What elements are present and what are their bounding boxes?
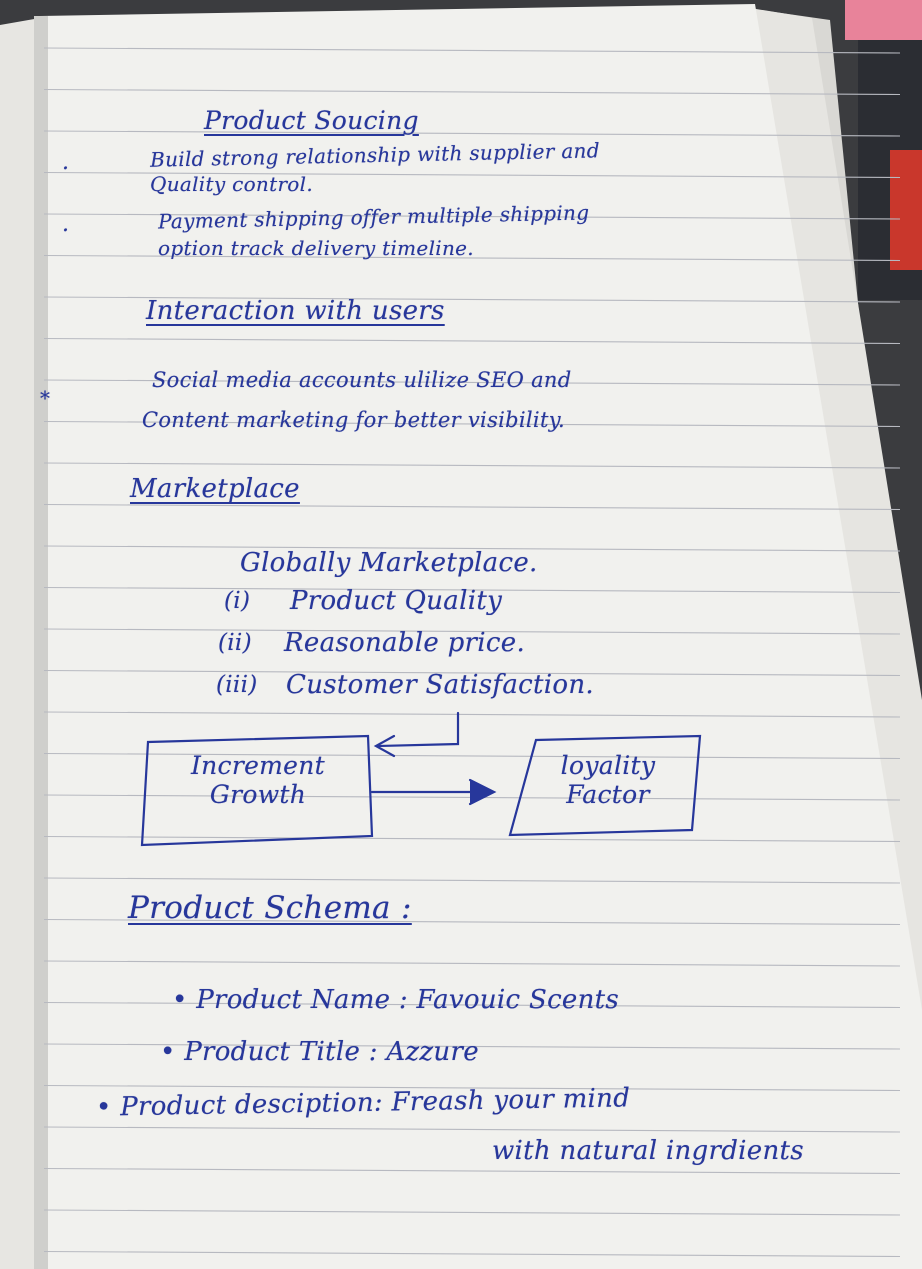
- rule-line: [43, 1043, 901, 1050]
- rule-line: [43, 1250, 901, 1258]
- flow-diagram: [140, 711, 702, 847]
- main-page: [40, 4, 922, 1269]
- rule-line: [43, 586, 901, 594]
- rule-line: [43, 752, 901, 760]
- rule-line: [43, 171, 901, 179]
- highlighter-cap: [845, 0, 922, 40]
- forward-arrowhead: [468, 778, 497, 806]
- rule-line: [43, 130, 901, 137]
- rule-line: [43, 1167, 901, 1175]
- rule-line: [43, 877, 901, 884]
- rule-line: [43, 918, 901, 926]
- rule-line: [43, 254, 901, 262]
- rule-line: [43, 545, 901, 552]
- return-arrowhead: [373, 734, 396, 758]
- rule-line: [43, 669, 901, 677]
- ruled-lines: [43, 47, 901, 1258]
- rule-line: [43, 379, 901, 386]
- rule-line: [43, 462, 901, 469]
- rule-line: [43, 296, 901, 303]
- rule-line: [43, 88, 901, 96]
- binding-shadow: [34, 16, 48, 1269]
- rule-line: [43, 503, 901, 511]
- rule-line: [43, 1001, 901, 1009]
- rule-line: [43, 47, 901, 54]
- rule-line: [43, 960, 901, 967]
- rule-line: [43, 213, 901, 220]
- rule-line: [43, 337, 901, 345]
- rule-line: [43, 1126, 901, 1133]
- rule-line: [43, 420, 901, 428]
- rule-line: [43, 1084, 901, 1092]
- left-page: [0, 18, 40, 1269]
- loyality-box: [508, 734, 702, 837]
- rule-line: [43, 711, 901, 718]
- rule-line: [43, 1209, 901, 1216]
- increment-box: [140, 734, 374, 847]
- return-arrow: [376, 711, 460, 748]
- rule-line: [43, 835, 901, 843]
- rule-line: [43, 628, 901, 635]
- red-pen: [890, 150, 922, 270]
